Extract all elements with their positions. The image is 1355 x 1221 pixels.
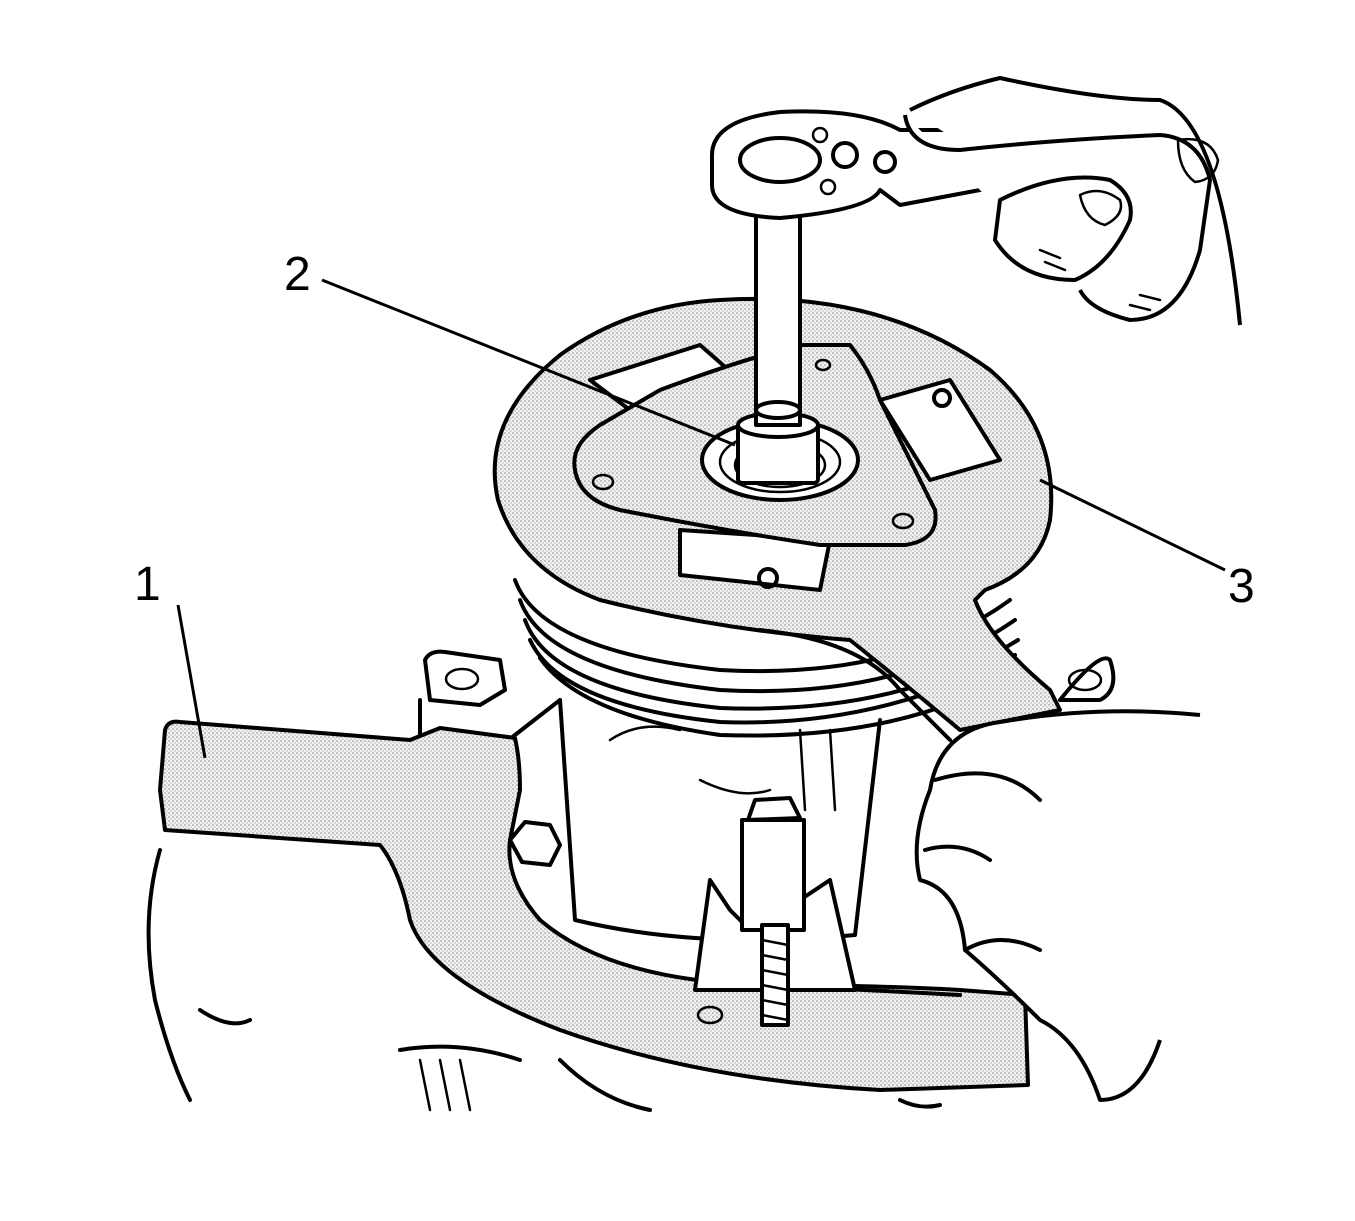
callout-2-leader — [321, 278, 736, 447]
hand-upper — [903, 76, 1242, 326]
holding-bar-tool — [158, 719, 1030, 1092]
callout-3-label: 3 — [1228, 560, 1255, 613]
callout-2-label: 2 — [284, 248, 311, 301]
hand-lower — [914, 709, 1201, 1102]
forcing-screw — [693, 796, 857, 1027]
callout-3-leader — [1039, 478, 1226, 572]
callout-1-label: 1 — [134, 558, 161, 611]
callout-1-leader — [176, 604, 207, 759]
side-bolt — [508, 820, 562, 867]
